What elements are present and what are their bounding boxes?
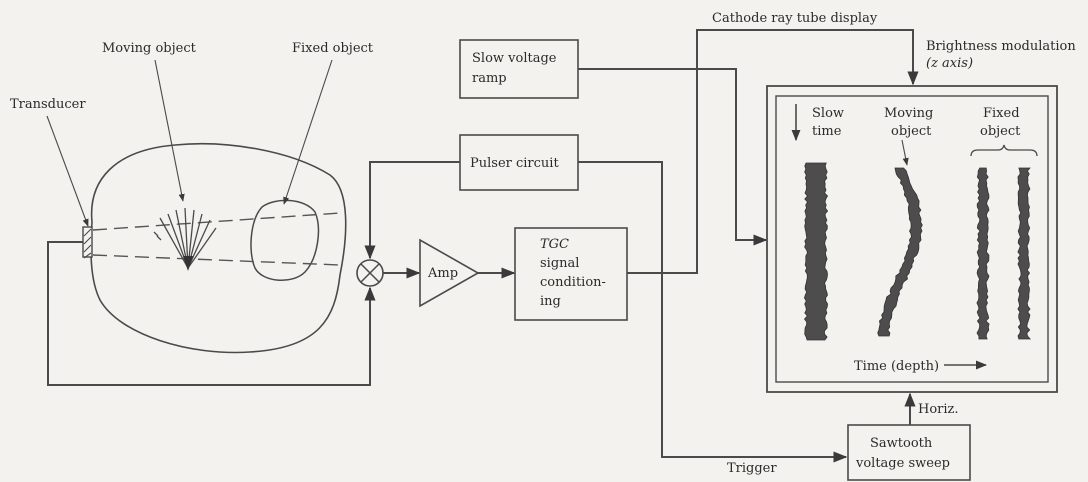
brightness-label-2: (z axis) <box>926 56 973 71</box>
pulser-circuit-block <box>459 134 579 191</box>
beam-lower-edge <box>92 254 341 266</box>
tgc-line-3: condition- <box>540 275 606 290</box>
display-moving-label-2: object <box>891 124 932 139</box>
transducer-hatching <box>83 228 92 259</box>
fixed-object-trace-1 <box>976 167 990 340</box>
display-fixed-label-2: object <box>980 124 1021 139</box>
display-moving-label-1: Moving <box>884 106 933 121</box>
amp-block <box>419 238 480 308</box>
tgc-block <box>514 227 628 321</box>
trigger-label: Trigger <box>727 461 777 476</box>
display-fixed-label-1: Fixed <box>983 106 1020 121</box>
amp-label: Amp <box>427 266 458 281</box>
slow-ramp-line-2: ramp <box>472 71 507 86</box>
tgc-line-2: signal <box>540 256 579 271</box>
fixed-object-shape <box>250 199 320 282</box>
moving-object-trace <box>877 167 923 337</box>
crt-display-label: Cathode ray tube display <box>712 11 878 26</box>
sawtooth-line-2: voltage sweep <box>855 456 950 471</box>
fixed-object-brace <box>970 144 1038 157</box>
moving-object-tip <box>183 256 193 271</box>
transducer-label: Transducer <box>10 97 86 112</box>
pulser-to-mixer-wire <box>364 161 460 260</box>
slow-ramp-line-1: Slow voltage <box>472 51 557 66</box>
horiz-label: Horiz. <box>918 402 959 417</box>
pulser-circuit-label: Pulser circuit <box>470 156 559 171</box>
time-depth-label: Time (depth) <box>854 359 939 374</box>
transducer-return-wire <box>47 241 376 386</box>
crt-display-screen <box>775 95 1049 383</box>
body-outline <box>90 142 347 354</box>
fixed-object-trace-2 <box>1017 167 1031 340</box>
sawtooth-block <box>847 424 971 481</box>
fixed-object-label: Fixed object <box>292 41 374 56</box>
transducer <box>82 226 93 258</box>
transducer-leader <box>46 115 89 227</box>
tgc-to-crt-wire <box>627 29 919 274</box>
brightness-label-1: Brightness modulation <box>926 39 1076 54</box>
slow-ramp-to-crt-wire <box>578 68 768 246</box>
pulser-trigger-wire <box>578 161 848 463</box>
mixer-junction <box>356 259 384 287</box>
slow-time-trace <box>803 162 829 341</box>
slow-ramp-block <box>459 39 579 99</box>
sawtooth-line-1: Sawtooth <box>870 436 933 451</box>
fixed-object-leader <box>283 59 333 205</box>
display-moving-leader <box>901 139 909 166</box>
slow-time-label-1: Slow <box>812 106 844 121</box>
beam-upper-edge <box>92 212 341 231</box>
slow-time-label-2: time <box>812 124 842 139</box>
moving-object-label: Moving object <box>102 41 197 56</box>
tgc-line-4: ing <box>540 294 561 309</box>
moving-object-leader <box>154 59 185 202</box>
tgc-title: TGC <box>540 237 569 252</box>
